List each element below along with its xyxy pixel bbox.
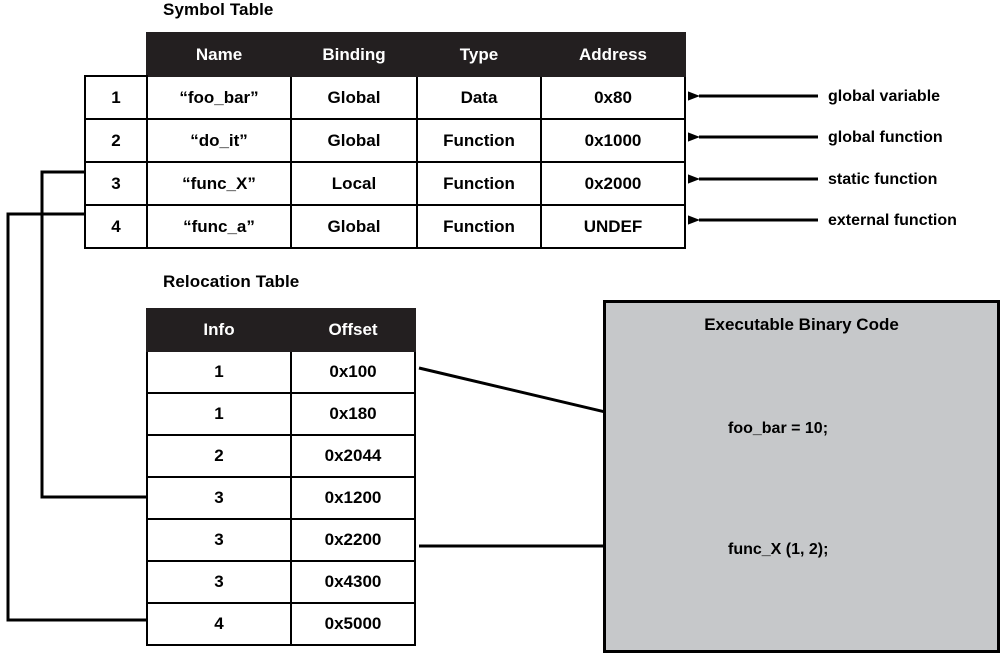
symbol-cell-address: 0x2000 <box>540 161 686 206</box>
relocation-cell-info: 1 <box>146 350 292 394</box>
annotation-label-global-variable: global variable <box>828 88 941 105</box>
relocation-cell-offset: 0x180 <box>290 392 416 436</box>
relocation-cell-info: 3 <box>146 518 292 562</box>
relocation-cell-offset: 0x2200 <box>290 518 416 562</box>
symbol-cell-type: Function <box>416 118 542 163</box>
symbol-row-index: 2 <box>84 118 148 163</box>
code-line-func-x: func_X (1, 2); <box>728 541 829 558</box>
table-row: 4 0x5000 <box>146 602 416 646</box>
relocation-col-header-offset: Offset <box>290 308 416 352</box>
symbol-cell-type: Function <box>416 204 542 249</box>
table-row: 3 0x4300 <box>146 560 416 604</box>
relocation-cell-info: 3 <box>146 476 292 520</box>
relocation-cell-info: 1 <box>146 392 292 436</box>
index-row: 4 <box>84 204 148 249</box>
symbol-cell-name: “foo_bar” <box>146 75 292 120</box>
relocation-table: Info Offset 1 0x100 1 0x180 2 0x2044 3 0… <box>146 308 416 646</box>
symbol-cell-binding: Global <box>290 118 418 163</box>
symbol-cell-address: 0x80 <box>540 75 686 120</box>
executable-binary-code-panel: Executable Binary Code foo_bar = 10; fun… <box>603 300 1000 653</box>
relocation-cell-offset: 0x2044 <box>290 434 416 478</box>
relocation-cell-info: 2 <box>146 434 292 478</box>
symbol-row-index: 1 <box>84 75 148 120</box>
relocation-cell-offset: 0x4300 <box>290 560 416 604</box>
symbol-table-header-row: Name Binding Type Address <box>146 32 686 77</box>
symbol-table: Name Binding Type Address “foo_bar” Glob… <box>146 32 686 249</box>
relocation-table-header-row: Info Offset <box>146 308 416 352</box>
table-row: 2 0x2044 <box>146 434 416 478</box>
symbol-cell-binding: Global <box>290 204 418 249</box>
table-row: “foo_bar” Global Data 0x80 <box>146 75 686 120</box>
relocation-col-header-info: Info <box>146 308 292 352</box>
relocation-cell-offset: 0x5000 <box>290 602 416 646</box>
symbol-cell-name: “do_it” <box>146 118 292 163</box>
annotation-label-static-function: static function <box>828 171 938 188</box>
symbol-row-index: 3 <box>84 161 148 206</box>
table-row: 3 0x2200 <box>146 518 416 562</box>
table-row: 1 0x180 <box>146 392 416 436</box>
annotation-label-global-function: global function <box>828 129 943 146</box>
code-line-foo-bar: foo_bar = 10; <box>728 420 829 437</box>
symbol-col-header-name: Name <box>146 32 292 77</box>
symbol-cell-address: 0x1000 <box>540 118 686 163</box>
index-row: 3 <box>84 161 148 206</box>
relocation-cell-offset: 0x100 <box>290 350 416 394</box>
symbol-cell-type: Data <box>416 75 542 120</box>
symbol-cell-binding: Local <box>290 161 418 206</box>
symbol-row-index: 4 <box>84 204 148 249</box>
symbol-table-title: Symbol Table <box>163 0 274 19</box>
table-row: “func_X” Local Function 0x2000 <box>146 161 686 206</box>
reloc-to-symbol-row4-connector <box>6 209 146 622</box>
symbol-cell-type: Function <box>416 161 542 206</box>
symbol-col-header-address: Address <box>540 32 686 77</box>
symbol-col-header-type: Type <box>416 32 542 77</box>
symbol-cell-address: UNDEF <box>540 204 686 249</box>
index-row: 2 <box>84 118 148 163</box>
table-row: “do_it” Global Function 0x1000 <box>146 118 686 163</box>
symbol-cell-binding: Global <box>290 75 418 120</box>
symbol-table-index-column: 1 2 3 4 <box>84 75 148 249</box>
table-row: 3 0x1200 <box>146 476 416 520</box>
annotation-label-external-function: external function <box>828 212 957 229</box>
binary-panel-title: Executable Binary Code <box>704 315 899 334</box>
relocation-table-title: Relocation Table <box>163 272 300 291</box>
symbol-cell-name: “func_a” <box>146 204 292 249</box>
symbol-col-header-binding: Binding <box>290 32 418 77</box>
table-row: “func_a” Global Function UNDEF <box>146 204 686 249</box>
index-row: 1 <box>84 75 148 120</box>
relocation-cell-info: 4 <box>146 602 292 646</box>
table-row: 1 0x100 <box>146 350 416 394</box>
relocation-cell-offset: 0x1200 <box>290 476 416 520</box>
symbol-cell-name: “func_X” <box>146 161 292 206</box>
relocation-cell-info: 3 <box>146 560 292 604</box>
